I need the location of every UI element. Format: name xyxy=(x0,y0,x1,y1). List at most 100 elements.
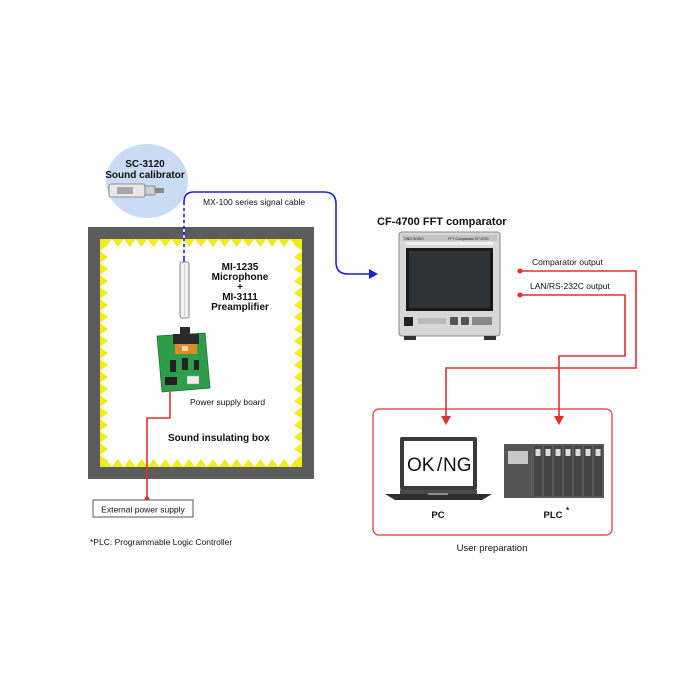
microphone xyxy=(179,261,190,319)
plc-mark: * xyxy=(566,506,570,515)
foam-wedge xyxy=(111,459,124,467)
foam-wedge xyxy=(123,459,136,467)
plc-modules xyxy=(534,446,602,496)
foam-wedge xyxy=(242,459,255,467)
foam-wedge xyxy=(100,383,108,395)
power-supply-board xyxy=(156,327,211,393)
signal-cable-label: MX-100 series signal cable xyxy=(203,197,305,207)
foam-wedge xyxy=(100,419,108,431)
foam-wedge xyxy=(100,239,112,247)
plc-module-label xyxy=(535,449,541,456)
plc-module-label xyxy=(595,449,601,456)
foam-wedge xyxy=(171,459,184,467)
plc-rack xyxy=(504,444,604,498)
comparator-label: CF-4700 FFT comparator xyxy=(377,216,507,228)
comparator-output-label: Comparator output xyxy=(532,257,604,267)
foam-wedge xyxy=(100,395,108,407)
sound-calibrator xyxy=(106,144,188,218)
foam-wedge xyxy=(195,239,207,247)
pc-screen-ok: OK xyxy=(407,455,435,476)
foam-wedge xyxy=(294,287,302,299)
power-switch xyxy=(404,317,413,326)
foam-wedge xyxy=(100,359,108,371)
foam-wedge xyxy=(100,455,108,467)
plc-module xyxy=(574,446,582,496)
lan-output-line xyxy=(517,292,626,425)
calibrator-model: SC-3120 xyxy=(125,159,165,170)
mic-line3: + xyxy=(237,282,243,293)
foam-wedge xyxy=(100,443,108,455)
foam-wedge xyxy=(100,347,108,359)
foam-wedge xyxy=(294,359,302,371)
foam-wedge xyxy=(100,287,108,299)
foam-wedge xyxy=(294,383,302,395)
power-board-label: Power supply board xyxy=(190,397,265,407)
foam-wedge xyxy=(206,239,219,247)
plc-module-label xyxy=(585,449,591,456)
mic-line2: Microphone xyxy=(212,272,269,283)
foam-wedge xyxy=(159,459,172,467)
foam-wedge xyxy=(147,459,160,467)
foam-wedge xyxy=(100,431,108,443)
foam-wedge xyxy=(294,347,302,359)
foam-wedge xyxy=(183,239,196,247)
foam-wedge xyxy=(195,459,207,467)
plc-module xyxy=(534,446,542,496)
foam-wedge xyxy=(100,263,108,275)
foam-wedge xyxy=(100,323,108,335)
user-preparation-box xyxy=(372,408,613,536)
plc-module-label xyxy=(555,449,561,456)
fft-comparator xyxy=(398,231,501,340)
foam-wedge xyxy=(218,239,231,247)
user-preparation-label: User preparation xyxy=(457,543,528,554)
foam-wedge xyxy=(294,299,302,311)
foam-wedge xyxy=(294,311,302,323)
comparator-output-line xyxy=(441,268,637,425)
plc-module xyxy=(594,446,602,496)
foam-wedge xyxy=(171,239,184,247)
foam-wedge xyxy=(100,371,108,383)
foam-wedge xyxy=(183,459,196,467)
mic-line4: MI-3111 xyxy=(222,292,258,303)
foam-wedge xyxy=(278,459,291,467)
foam-wedge xyxy=(294,251,302,263)
footnote: *PLC: Programmable Logic Controller xyxy=(90,537,232,547)
foam-wedge xyxy=(100,251,108,263)
foam-wedge xyxy=(242,239,255,247)
calibrator-name: Sound calibrator xyxy=(105,170,185,181)
plc-module xyxy=(584,446,592,496)
foam-wedge xyxy=(100,407,108,419)
foam-wedge xyxy=(230,459,243,467)
foam-wedge xyxy=(135,459,148,467)
comparator-screen-text: FFT Comparator CF-4700 xyxy=(448,237,488,241)
foam-wedge xyxy=(294,335,302,347)
external-power-label: External power supply xyxy=(101,505,185,515)
foam-wedge xyxy=(147,239,160,247)
plc-module-label xyxy=(575,449,581,456)
foam-wedge xyxy=(100,239,108,251)
foam-wedge xyxy=(100,275,108,287)
foam-wedge xyxy=(294,275,302,287)
foam-wedge xyxy=(294,455,302,467)
power-cable xyxy=(146,392,171,499)
foam-wedge xyxy=(290,239,302,247)
plc-module xyxy=(564,446,572,496)
foam-wedge xyxy=(254,459,267,467)
pc-screen-slash: / xyxy=(437,455,443,476)
foam-wedge xyxy=(294,239,302,251)
plc-module-label xyxy=(565,449,571,456)
foam-wedge xyxy=(290,459,302,467)
foam-wedge xyxy=(111,239,124,247)
lan-output-label: LAN/RS-232C output xyxy=(530,281,610,291)
foam-wedge xyxy=(266,239,279,247)
foam-wedge xyxy=(100,311,108,323)
foam-wedge xyxy=(294,395,302,407)
foam-wedge xyxy=(294,323,302,335)
foam-wedge xyxy=(294,443,302,455)
plc-module xyxy=(544,446,552,496)
foam-wedge xyxy=(294,419,302,431)
foam-wedge xyxy=(294,431,302,443)
foam-wedge xyxy=(294,407,302,419)
plc-module-label xyxy=(545,449,551,456)
